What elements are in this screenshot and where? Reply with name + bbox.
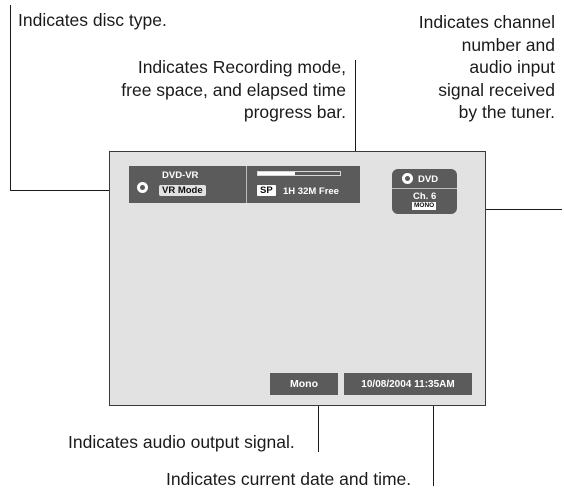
recording-mode-caption: Indicates Recording mode, free space, an… bbox=[121, 57, 346, 122]
disc-icon bbox=[137, 182, 148, 193]
elapsed-progress-bar bbox=[257, 171, 341, 176]
recording-status-panel: SP 1H 32M Free bbox=[247, 166, 360, 203]
dvd-disc-icon bbox=[402, 173, 413, 184]
disc-info-panel: DVD-VR VR Mode bbox=[129, 166, 247, 203]
date-time-indicator: 10/08/2004 11:35AM bbox=[344, 373, 472, 395]
free-space-label: 1H 32M Free bbox=[283, 186, 339, 197]
tuner-info-box: DVD Ch. 6 MONO bbox=[392, 169, 457, 214]
source-panel: DVD bbox=[392, 169, 457, 189]
audio-output-caption: Indicates audio output signal. bbox=[68, 432, 295, 452]
elapsed-progress-fill bbox=[258, 172, 295, 175]
tuner-audio-badge: MONO bbox=[412, 202, 437, 210]
record-mode-badge: SP bbox=[257, 185, 276, 196]
channel-label: Ch. 6 bbox=[413, 191, 437, 202]
audio-output-indicator: Mono bbox=[270, 373, 338, 395]
channel-caption: Indicates channel number and audio input… bbox=[418, 12, 555, 122]
mode-badge: VR Mode bbox=[159, 185, 206, 196]
date-time-caption: Indicates current date and time. bbox=[166, 469, 412, 489]
disc-type-leader bbox=[10, 5, 137, 191]
recording-info-bar: DVD-VR VR Mode SP 1H 32M Free bbox=[129, 166, 360, 203]
disc-type-caption: Indicates disc type. bbox=[18, 10, 167, 30]
source-label: DVD bbox=[418, 174, 439, 185]
disc-type-label: DVD-VR bbox=[162, 170, 199, 181]
